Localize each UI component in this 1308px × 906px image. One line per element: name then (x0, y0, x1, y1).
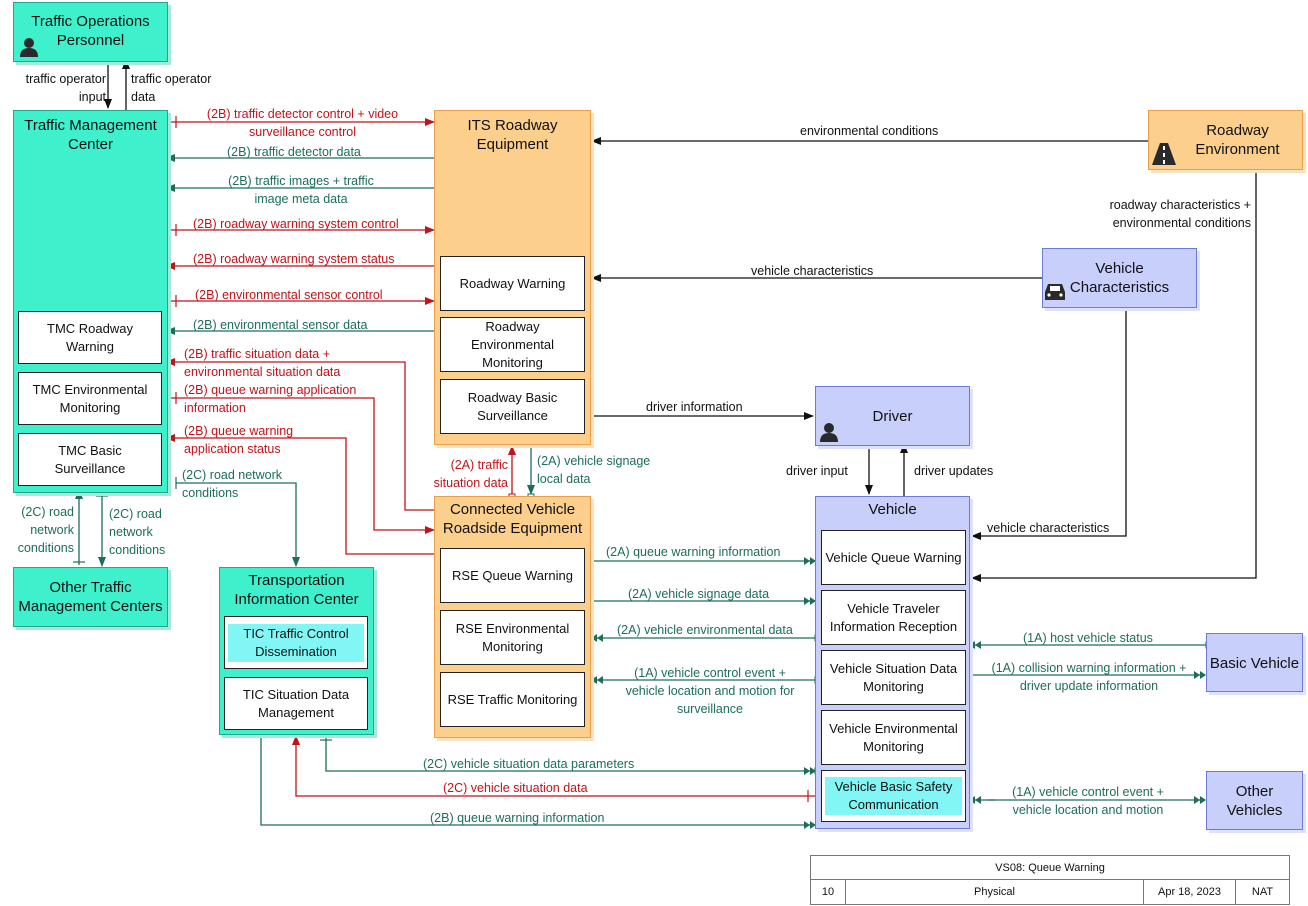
person-icon (20, 38, 38, 57)
node-basic-vehicle: Basic Vehicle (1206, 633, 1303, 692)
view-name: Physical (846, 880, 1144, 904)
diagram-date: Apr 18, 2023 (1144, 880, 1236, 904)
tmc-roadway-warning: TMC Roadway Warning (18, 311, 162, 364)
node-traffic-operations-personnel: Traffic Operations Personnel (13, 2, 168, 62)
flow-vsd-parameters (325, 734, 816, 775)
label-qw-app-info: (2B) queue warning application informati… (184, 383, 357, 415)
label-vce-other: (1A) vehicle control event + vehicle loc… (1012, 785, 1164, 817)
flow-traffic-situation (165, 358, 434, 511)
label-traffic-situation-2a: (2A) traffic situation data (433, 458, 508, 490)
label-vehicle-chars-veh: vehicle characteristics (987, 521, 1110, 535)
label-road-network-a: (2C) road network conditions (17, 505, 74, 555)
flow-vsd (292, 735, 818, 797)
label-vsd: (2C) vehicle situation data (443, 781, 588, 795)
vehicle-basic-safety-communication: Vehicle Basic Safety Communication (821, 770, 966, 822)
node-traffic-management-center: Traffic Management Center (13, 110, 168, 493)
node-label: Other Vehicles (1226, 783, 1283, 819)
label-roadway-chars: roadway characteristics + environmental … (1109, 198, 1251, 230)
node-label: Basic Vehicle (1209, 655, 1300, 672)
label-road-network-b: (2C) road network conditions (109, 507, 166, 557)
label-queue-warning-info: (2A) queue warning information (606, 545, 781, 559)
label-qw-app-status: (2B) queue warning application status (184, 424, 294, 456)
label-vehicle-signage: (2A) vehicle signage data (628, 587, 770, 601)
tmc-basic-surveillance: TMC Basic Surveillance (18, 433, 162, 486)
road-icon (1152, 143, 1176, 165)
label-vehicle-control-event: (1A) vehicle control event + vehicle loc… (625, 666, 795, 716)
rse-environmental-monitoring: RSE Environmental Monitoring (440, 610, 585, 665)
roadway-environmental-monitoring: Roadway Environmental Monitoring (440, 317, 585, 372)
label-traffic-operator-data: traffic operator data (131, 72, 212, 104)
roadway-basic-surveillance: Roadway Basic Surveillance (440, 379, 585, 434)
label-qw-info-2b: (2B) queue warning information (430, 811, 605, 825)
vehicle-situation-data-monitoring: Vehicle Situation Data Monitoring (821, 650, 966, 705)
label-host-vehicle-status: (1A) host vehicle status (1023, 631, 1153, 645)
tic-situation-data-management: TIC Situation Data Management (224, 677, 368, 730)
label-road-network-tic: (2C) road network conditions (182, 468, 283, 500)
vehicle-environmental-monitoring: Vehicle Environmental Monitoring (821, 710, 966, 765)
rse-traffic-monitoring: RSE Traffic Monitoring (440, 672, 585, 727)
node-label: Vehicle (868, 501, 917, 518)
node-label: Connected Vehicle Roadside Equipment (442, 501, 583, 537)
person-icon (820, 423, 838, 442)
node-label: Vehicle Characteristics (1069, 260, 1170, 296)
label-vehicle-env: (2A) vehicle environmental data (617, 623, 793, 637)
node-label: Transportation Information Center (234, 572, 359, 608)
tmc-environmental-monitoring: TMC Environmental Monitoring (18, 372, 162, 425)
node-vehicle-characteristics: Vehicle Characteristics (1042, 248, 1197, 308)
flow-qw-info-2b (260, 732, 816, 829)
label-vehicle-chars-its: vehicle characteristics (751, 264, 874, 278)
tic-traffic-control-dissemination: TIC Traffic Control Dissemination (224, 616, 368, 669)
label-traffic-situation: (2B) traffic situation data + environmen… (184, 347, 341, 379)
flow-vehicle-chars-veh (971, 308, 1127, 540)
label-traffic-operator-input: traffic operator input (25, 72, 106, 104)
label-env-conditions: environmental conditions (800, 124, 939, 138)
flow-qw-app-info (164, 397, 435, 534)
diagram-title: VS08: Queue Warning (811, 856, 1289, 880)
label-vsd-parameters: (2C) vehicle situation data parameters (423, 757, 635, 771)
flow-roadway-chars (971, 170, 1257, 582)
page-number: 10 (811, 880, 846, 904)
node-other-vehicles: Other Vehicles (1206, 771, 1303, 830)
node-driver: Driver (815, 386, 970, 446)
label-vehicle-signage-local: (2A) vehicle signage local data (537, 454, 651, 486)
node-label: TIC Traffic Control Dissemination (228, 623, 364, 662)
vehicle-queue-warning: Vehicle Queue Warning (821, 530, 966, 585)
label-driver-input: driver input (786, 464, 848, 478)
label-driver-info: driver information (646, 400, 743, 414)
roadway-warning: Roadway Warning (440, 256, 585, 311)
node-roadway-environment: Roadway Environment (1148, 110, 1303, 170)
label-env-sensor-control: (2B) environmental sensor control (195, 288, 383, 302)
node-label: Traffic Operations Personnel (31, 13, 150, 49)
diagram-author: NAT (1251, 886, 1274, 898)
label-detector-control: (2B) traffic detector control + video su… (206, 107, 399, 139)
node-other-traffic-management-centers: Other Traffic Management Centers (13, 567, 168, 627)
node-label: Driver (872, 408, 913, 425)
node-label: Other Traffic Management Centers (18, 579, 163, 615)
label-env-sensor-data: (2B) environmental sensor data (193, 318, 368, 332)
node-label: Roadway Environment (1195, 122, 1280, 158)
node-label: Vehicle Basic Safety Communication (825, 777, 962, 815)
label-driver-updates: driver updates (914, 464, 994, 478)
node-label: ITS Roadway Equipment (467, 117, 558, 153)
car-icon (1045, 284, 1065, 300)
vehicle-traveler-information-reception: Vehicle Traveler Information Reception (821, 590, 966, 645)
label-detector-data: (2B) traffic detector data (227, 145, 361, 159)
node-label: Traffic Management Center (24, 117, 157, 153)
label-rws-control: (2B) roadway warning system control (193, 217, 399, 231)
label-traffic-images: (2B) traffic images + traffic image meta… (228, 174, 374, 206)
title-block: VS08: Queue Warning 10 Physical Apr 18, … (810, 855, 1290, 905)
label-rws-status: (2B) roadway warning system status (193, 252, 395, 266)
flow-road-network-tic (176, 482, 300, 567)
rse-queue-warning: RSE Queue Warning (440, 548, 585, 603)
label-collision-warning: (1A) collision warning information + dri… (991, 661, 1187, 693)
flow-qw-app-status (165, 434, 434, 555)
